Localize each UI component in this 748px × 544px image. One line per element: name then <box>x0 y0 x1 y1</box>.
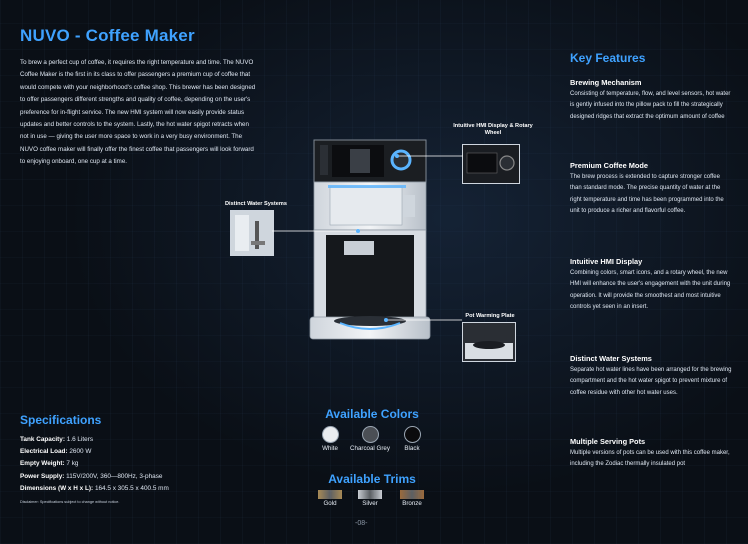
spec-label: Power Supply: <box>20 472 65 480</box>
spec-value: 7 kg <box>66 460 79 468</box>
spec-label: Tank Capacity: <box>20 436 65 443</box>
feature-heading: Multiple Serving Pots <box>570 437 646 446</box>
feature-brewing: Brewing Mechanism Consisting of temperat… <box>570 78 732 123</box>
feature-pots: Multiple Serving Pots Multiple versions … <box>570 437 732 471</box>
spec-value: 115V/200V, 360—800Hz, 3-phase <box>66 472 163 480</box>
spec-label: Empty Weight: <box>20 460 65 468</box>
callout-hmi-line <box>395 154 463 158</box>
page-number: -08- <box>355 520 368 527</box>
specifications-title: Specifications <box>20 413 102 427</box>
feature-heading: Brewing Mechanism <box>570 78 642 87</box>
colors-title: Available Colors <box>325 407 419 421</box>
trim-label-silver: Silver <box>362 500 378 507</box>
trim-swatch-gold <box>318 490 342 499</box>
color-swatch-white <box>322 426 339 443</box>
plate-detail-image <box>462 322 516 362</box>
feature-text: The brew process is extended to capture … <box>570 174 724 215</box>
feature-text: Separate hot water lines have been arran… <box>570 367 732 396</box>
spec-disclaimer: Disclaimer: Specifications subject to ch… <box>20 500 120 504</box>
color-label-black: Black <box>404 445 420 452</box>
callout-water-label: Distinct Water Systems <box>225 201 287 207</box>
trim-label-bronze: Bronze <box>402 500 422 507</box>
spec-value: 164.5 x 305.5 x 400.5 mm <box>94 484 169 492</box>
feature-hmi: Intuitive HMI Display Combining colors, … <box>570 257 732 314</box>
specifications-list: Tank Capacity: 1.6 Liters Electrical Loa… <box>20 434 250 495</box>
feature-water: Distinct Water Systems Separate hot wate… <box>570 354 732 399</box>
trims-title: Available Trims <box>328 472 416 486</box>
key-features-title: Key Features <box>570 51 646 65</box>
feature-text: Consisting of temperature, flow, and lev… <box>570 91 731 120</box>
hmi-detail-image <box>462 144 520 184</box>
color-label-charcoal: Charcoal Grey <box>350 445 390 452</box>
feature-text: Multiple versions of pots can be used wi… <box>570 450 730 468</box>
callout-plate-label: Pot Warming Plate <box>465 313 515 319</box>
spec-label: Electrical Load: <box>20 448 68 456</box>
feature-text: Combining colors, smart icons, and a rot… <box>570 270 731 311</box>
trim-swatch-silver <box>358 490 382 499</box>
coffee-maker-image <box>309 139 431 340</box>
spec-row: Dimensions (W x H x L): 164.5 x 305.5 x … <box>20 483 250 495</box>
spec-value: 2600 W <box>69 448 92 456</box>
feature-premium: Premium Coffee Mode The brew process is … <box>570 161 732 218</box>
feature-heading: Distinct Water Systems <box>570 354 652 363</box>
color-label-white: White <box>322 445 338 452</box>
intro-paragraph: To brew a perfect cup of coffee, it requ… <box>20 59 256 166</box>
callout-hmi-label: Intuitive HMI Display & Rotary Wheel <box>453 123 533 136</box>
feature-heading: Intuitive HMI Display <box>570 257 643 266</box>
spec-row: Electrical Load: 2600 W <box>20 446 250 458</box>
spec-row: Power Supply: 115V/200V, 360—800Hz, 3-ph… <box>20 471 250 483</box>
spec-row: Tank Capacity: 1.6 Liters <box>20 434 250 446</box>
spec-row: Empty Weight: 7 kg <box>20 458 250 470</box>
feature-heading: Premium Coffee Mode <box>570 161 649 170</box>
color-swatch-charcoal <box>362 426 379 443</box>
page-title: NUVO - Coffee Maker <box>20 26 195 45</box>
callout-plate-line <box>384 318 462 322</box>
spec-value: 1.6 Liters <box>66 436 94 443</box>
callout-water-line <box>272 229 360 233</box>
spec-label: Dimensions (W x H x L): <box>20 484 94 492</box>
trim-label-gold: Gold <box>323 500 337 507</box>
color-swatch-black <box>404 426 421 443</box>
water-detail-image <box>230 210 274 256</box>
trim-swatch-bronze <box>400 490 424 499</box>
